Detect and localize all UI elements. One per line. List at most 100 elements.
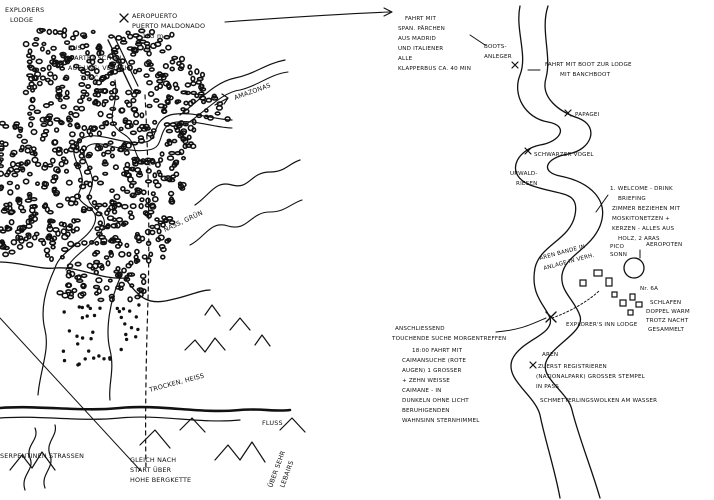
tree-dot xyxy=(27,111,33,117)
flight-line xyxy=(0,317,141,471)
tree-dot xyxy=(106,207,112,213)
tree-dot xyxy=(90,29,96,35)
urwald-label: RIESEN xyxy=(516,181,538,187)
tree-dot xyxy=(25,223,33,229)
tree-dot xyxy=(89,58,96,66)
tree-dot xyxy=(168,219,176,225)
vogel-marker-icon xyxy=(524,147,532,155)
tree-dot xyxy=(191,127,197,133)
tree-dot xyxy=(41,184,48,190)
tree-dot xyxy=(51,139,58,146)
tree-dot xyxy=(134,166,142,173)
tree-dot xyxy=(157,37,164,43)
fahrt-caiman-label: WAHNSINN STERNHIMMEL xyxy=(402,418,480,424)
tree-dot xyxy=(27,194,33,200)
tree-dot xyxy=(146,131,154,137)
tree-dot xyxy=(184,82,192,88)
tree-dot xyxy=(55,146,63,153)
tree-dot xyxy=(148,202,156,209)
tree-dot xyxy=(53,192,60,197)
tree-dot xyxy=(160,74,167,81)
amazonas-arrow-icon xyxy=(214,93,229,106)
tree-dot xyxy=(47,101,54,106)
tree-dot xyxy=(2,123,10,129)
tree-dot xyxy=(81,75,87,81)
tree-dot xyxy=(139,197,145,203)
fahrt-top-label: ALLE xyxy=(398,56,413,62)
tree-dot xyxy=(153,98,160,103)
tree-dot xyxy=(166,83,172,91)
tree-dot xyxy=(7,166,15,173)
shrub-dot xyxy=(91,330,95,334)
tree-dot xyxy=(61,246,69,253)
tree-dot xyxy=(96,50,102,57)
fluss-line xyxy=(0,405,292,413)
tree-dot xyxy=(70,35,77,41)
tree-dot xyxy=(15,196,22,201)
aren-marker-icon xyxy=(529,361,537,369)
tree-dot xyxy=(73,141,80,147)
tree-dot xyxy=(42,161,49,168)
tree-dot xyxy=(31,42,39,47)
tree-dot xyxy=(108,293,116,299)
tree-dot xyxy=(5,226,13,232)
mountains-south xyxy=(9,417,306,471)
river-amazonas-mid-bank xyxy=(189,199,303,246)
tree-dot xyxy=(33,71,42,78)
tree-dot xyxy=(180,90,188,95)
shrub-dot xyxy=(134,335,138,339)
tree-dot xyxy=(135,34,143,41)
tree-dot xyxy=(50,244,56,250)
tree-dot xyxy=(130,106,138,112)
tree-dot xyxy=(166,95,174,101)
boots-anleger-label: BOOTS- xyxy=(484,44,507,50)
fahrt-boot-label: FAHRT MIT BOOT ZUR LODGE xyxy=(545,62,632,68)
tree-dot xyxy=(26,85,32,90)
tree-dot xyxy=(42,102,51,109)
tree-dot xyxy=(23,160,29,167)
tree-dot xyxy=(125,30,131,36)
tree-dot xyxy=(118,126,124,132)
tree-dot xyxy=(148,67,155,72)
shrub-dot xyxy=(128,309,132,313)
tree-dot xyxy=(80,68,86,75)
tree-dot xyxy=(168,178,176,183)
tree-dot xyxy=(28,81,35,87)
tree-dot xyxy=(165,44,172,51)
tree-dot xyxy=(121,220,129,226)
fahrt-caiman-label: DUNKELN OHNE LICHT xyxy=(402,398,469,404)
zuerst-label: (NATIONALPARK) GROSSER STEMPEL xyxy=(536,374,646,380)
tree-dot xyxy=(87,64,96,72)
gleich-label: START ÜBER xyxy=(130,465,172,474)
tree-dot xyxy=(101,87,109,95)
tree-dot xyxy=(84,92,90,98)
tree-dot xyxy=(60,156,67,162)
tree-dot xyxy=(181,156,187,161)
tree-dot xyxy=(63,55,70,61)
tree-dot xyxy=(141,288,147,295)
tree-dot xyxy=(34,181,40,186)
tree-dot xyxy=(30,197,38,202)
tree-dot xyxy=(160,254,166,260)
tree-dot xyxy=(114,222,121,229)
tree-dot xyxy=(119,40,128,45)
tree-dot xyxy=(97,110,104,118)
tree-dot xyxy=(62,95,70,100)
tree-dot xyxy=(157,234,165,241)
tree-dot xyxy=(175,99,182,104)
fahrt-caiman-label: 18:00 FAHRT MIT xyxy=(412,348,463,354)
tree-dot xyxy=(19,208,27,214)
tree-dot xyxy=(48,240,57,246)
tree-dot xyxy=(147,91,155,98)
tree-dot xyxy=(88,74,95,81)
tree-dot xyxy=(187,64,193,70)
tree-dot xyxy=(169,66,175,72)
tree-dot xyxy=(2,251,10,258)
tree-dot xyxy=(128,59,136,65)
tree-dot xyxy=(143,73,150,78)
tree-dot xyxy=(122,119,128,125)
tree-dot xyxy=(59,84,66,89)
tree-dot xyxy=(214,111,221,116)
tree-dot xyxy=(111,131,117,137)
tree-dot xyxy=(150,42,158,50)
